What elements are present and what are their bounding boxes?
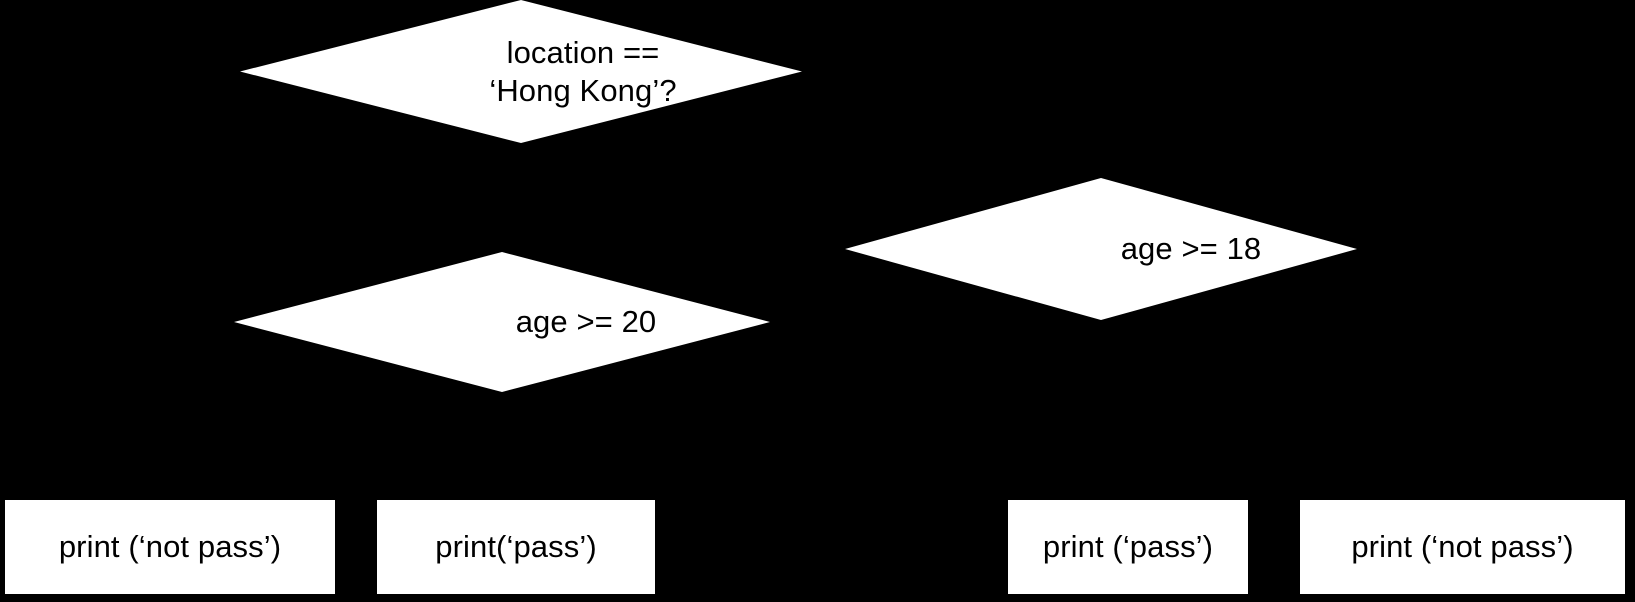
decision-node-location[interactable]: location == ‘Hong Kong’? [240,0,802,143]
process-node-pass-left[interactable]: print(‘pass’) [377,500,655,594]
process-node-not-pass-left[interactable]: print (‘not pass’) [5,500,335,594]
process-node-not-pass-right-label: print (‘not pass’) [1351,529,1574,565]
process-node-not-pass-left-label: print (‘not pass’) [58,529,282,565]
process-node-pass-right[interactable]: print (‘pass’) [1008,500,1248,594]
decision-node-age-20[interactable]: age >= 20 [234,252,770,392]
process-node-not-pass-right[interactable]: print (‘not pass’) [1300,500,1625,594]
process-node-pass-left-label: print(‘pass’) [435,529,597,565]
diamond-shape [845,178,1357,320]
process-node-pass-right-label: print (‘pass’) [1042,529,1214,565]
decision-node-age-18[interactable]: age >= 18 [845,178,1357,320]
diamond-shape [234,252,770,392]
diamond-shape [240,0,802,143]
